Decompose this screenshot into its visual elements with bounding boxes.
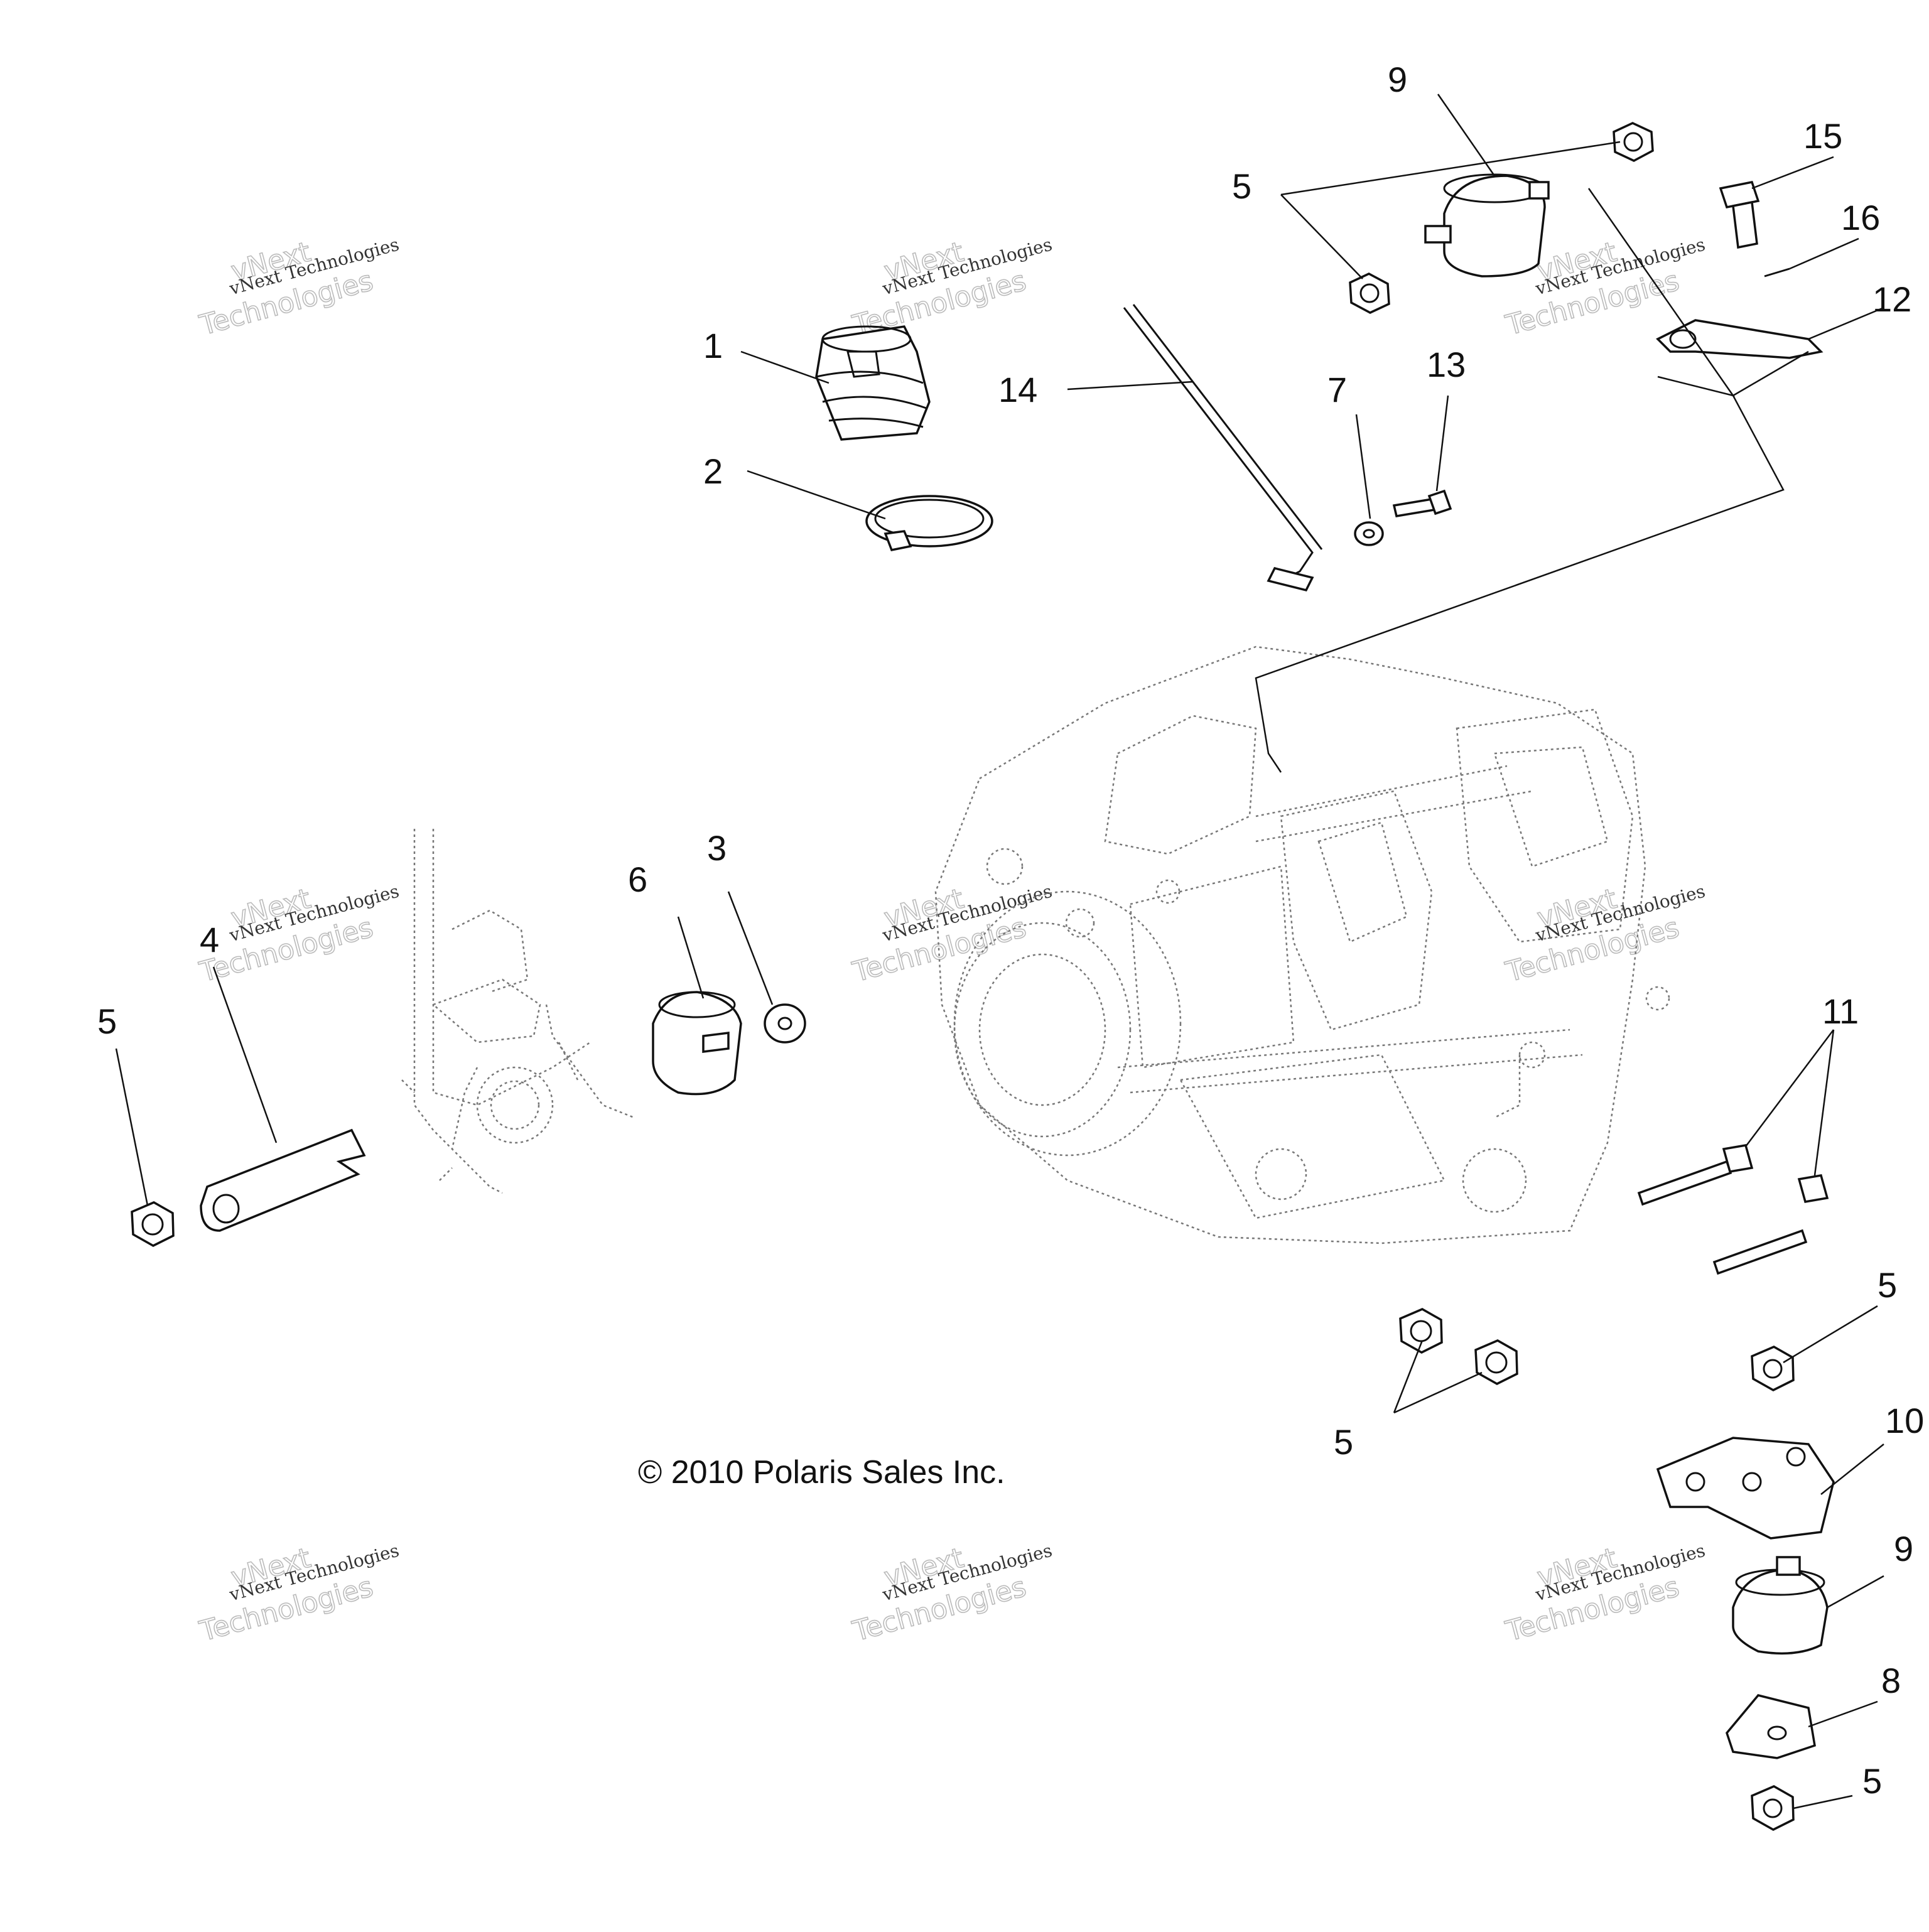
nut-bottom-a: [1399, 1308, 1443, 1354]
mount-6: [652, 991, 742, 1096]
callout-9-bottom: 9: [1894, 1529, 1913, 1568]
engine-mount-bottom: [1732, 1556, 1829, 1655]
watermark-9: vNext vNext Technologies Technologies: [1502, 1540, 1708, 1649]
copyright-notice: © 2010 Polaris Sales Inc.: [638, 1454, 1005, 1491]
callout-7: 7: [1327, 370, 1347, 409]
intake-boot: [815, 325, 931, 441]
callout-15: 15: [1803, 116, 1842, 156]
callout-numbers: 1 2 3 4 5 5 5 5 5 6 7 8 9 9 10 11 12 13 …: [97, 60, 1924, 1801]
watermark-1: vNext vNext Technologies Technologies: [196, 234, 402, 343]
leader-lines: [115, 94, 1884, 1810]
nut-right: [1751, 1346, 1795, 1391]
strap-4: [200, 1128, 366, 1232]
callout-5-top: 5: [1232, 166, 1251, 206]
callout-11: 11: [1822, 991, 1859, 1031]
callout-10: 10: [1885, 1401, 1924, 1440]
frame-ghost: [401, 829, 635, 1194]
callout-12: 12: [1872, 279, 1911, 319]
plate-8: [1726, 1694, 1816, 1759]
callout-5-right: 5: [1878, 1265, 1897, 1305]
bracket-12: [1656, 319, 1824, 359]
callout-14: 14: [998, 370, 1037, 409]
callout-5-left: 5: [97, 1001, 117, 1041]
callout-16: 16: [1841, 198, 1880, 237]
nut-lower-right: [1751, 1785, 1795, 1831]
callout-2: 2: [703, 451, 723, 491]
callout-8: 8: [1881, 1661, 1901, 1700]
washer-3: [764, 1003, 806, 1044]
callout-5-bottom: 5: [1334, 1422, 1353, 1462]
watermark-2: vNext vNext Technologies Technologies: [849, 234, 1055, 343]
bolt-13: [1392, 489, 1452, 517]
bolt-15: [1719, 180, 1760, 249]
callout-4: 4: [200, 920, 219, 959]
bracket-10: [1656, 1437, 1835, 1540]
callout-13: 13: [1427, 345, 1466, 384]
watermark-5: vNext vNext Technologies Technologies: [849, 881, 1055, 990]
pin-16: [1764, 267, 1790, 278]
nut-top-right: [1613, 122, 1654, 162]
callout-3: 3: [707, 828, 727, 868]
engine-mount-top: [1424, 173, 1550, 278]
nut-top-left: [1349, 273, 1390, 314]
bolt-11-b: [1712, 1174, 1829, 1275]
nut-bottom-b: [1474, 1339, 1518, 1385]
callout-5-lower-right: 5: [1862, 1761, 1882, 1801]
washer-7: [1354, 521, 1384, 546]
watermark-8: vNext vNext Technologies Technologies: [849, 1540, 1055, 1649]
engine-ghost: [934, 645, 1670, 1244]
hose-clamp: [865, 495, 993, 552]
callout-6: 6: [628, 860, 647, 899]
watermark-6: vNext vNext Technologies Technologies: [1502, 881, 1708, 990]
breather-rod: [1123, 304, 1323, 592]
nut-left: [131, 1201, 175, 1247]
callout-1: 1: [703, 326, 723, 365]
bolt-11-a: [1637, 1144, 1754, 1206]
watermark-7: vNext vNext Technologies Technologies: [196, 1540, 402, 1649]
callout-9-top: 9: [1388, 60, 1407, 99]
